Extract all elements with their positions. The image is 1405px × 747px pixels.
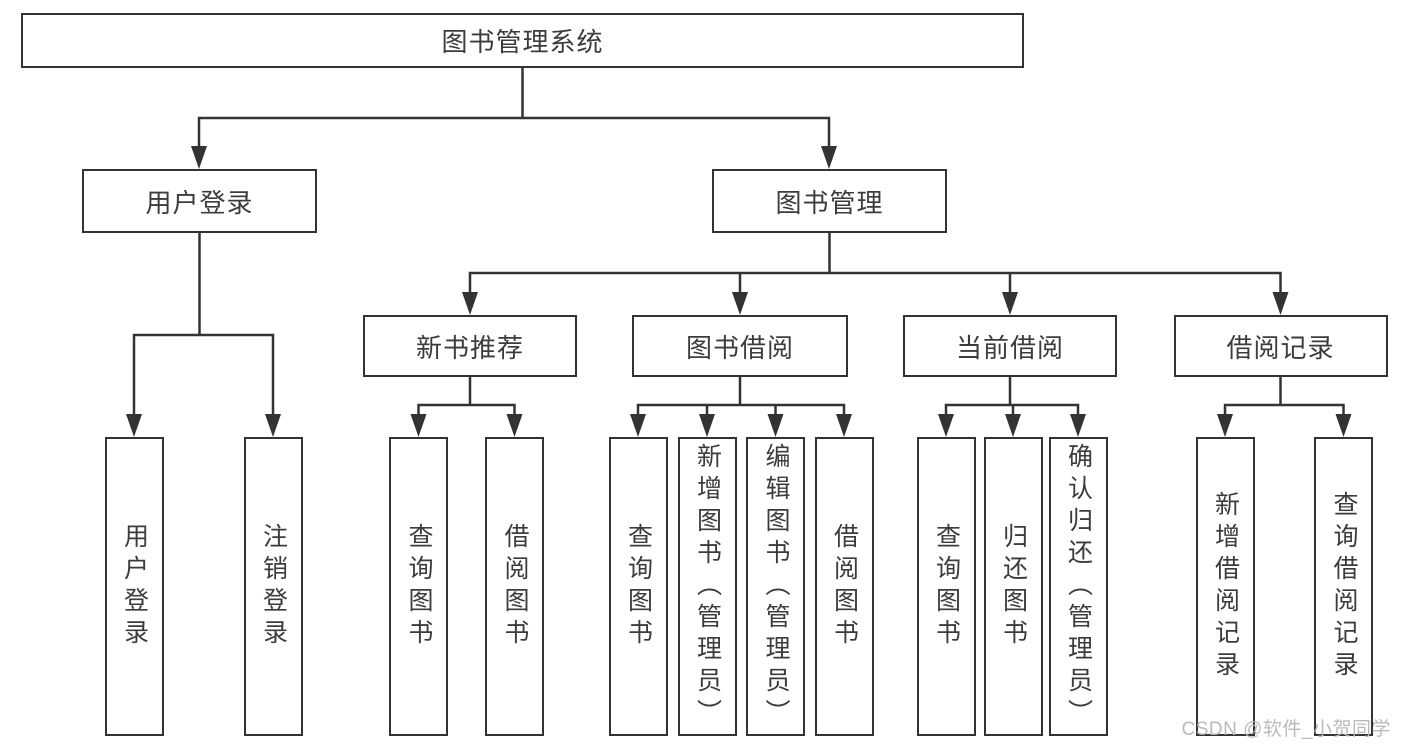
connector — [468, 271, 1282, 298]
arrowhead-icon — [1005, 414, 1021, 437]
node-user-login: 用户登录 — [82, 169, 317, 233]
leaf-logout-label: 注销登录 — [259, 522, 288, 651]
leaf-query-books-borrowing: 查询图书 — [608, 437, 668, 736]
arrowhead-icon — [767, 414, 784, 437]
node-user-login-label: 用户登录 — [145, 187, 254, 218]
node-library-system: 图书管理系统 — [21, 13, 1024, 68]
node-borrowing-records: 借阅记录 — [1173, 315, 1388, 377]
leaf-borrow-books-borrowing: 借阅图书 — [814, 437, 874, 736]
leaf-query-books-recommend-label: 查询图书 — [405, 522, 433, 651]
leaf-query-borrow-record: 查询借阅记录 — [1314, 437, 1373, 736]
leaf-add-borrow-record-label: 新增借阅记录 — [1211, 490, 1240, 683]
arrowhead-icon — [1070, 414, 1086, 437]
leaf-user-login: 用户登录 — [104, 437, 164, 736]
arrowhead-icon — [126, 414, 142, 437]
leaf-add-book-admin: 新增图书（管理员） — [677, 437, 737, 736]
arrowhead-icon — [938, 414, 954, 437]
leaf-query-books-current: 查询图书 — [916, 437, 976, 736]
node-book-management: 图书管理 — [712, 169, 947, 233]
arrowhead-icon — [699, 414, 715, 437]
arrowhead-icon — [1002, 292, 1018, 315]
arrowhead-icon — [506, 414, 523, 437]
connector — [636, 403, 846, 420]
node-new-book-recommendation: 新书推荐 — [363, 315, 577, 377]
node-current-borrowing-label: 当前借阅 — [955, 332, 1064, 363]
connector — [1223, 403, 1345, 420]
arrowhead-icon — [1217, 414, 1233, 437]
node-new-book-recommendation-label: 新书推荐 — [415, 332, 524, 363]
node-library-system-label: 图书管理系统 — [441, 27, 604, 57]
leaf-add-borrow-record: 新增借阅记录 — [1195, 437, 1255, 736]
leaf-query-books-current-label: 查询图书 — [932, 522, 961, 651]
connector — [417, 403, 516, 420]
leaf-edit-book-admin: 编辑图书（管理员） — [746, 437, 805, 736]
leaf-confirm-return-admin: 确认归还（管理员） — [1048, 437, 1108, 736]
leaf-borrow-books-recommend: 借阅图书 — [485, 437, 544, 736]
node-borrowing-records-label: 借阅记录 — [1226, 332, 1335, 363]
leaf-query-books-recommend: 查询图书 — [389, 437, 448, 736]
arrowhead-icon — [836, 414, 852, 437]
leaf-return-book: 归还图书 — [983, 437, 1043, 736]
arrowhead-icon — [1335, 414, 1352, 437]
leaf-add-book-admin-label: 新增图书（管理员） — [693, 442, 722, 731]
arrowhead-icon — [1272, 292, 1289, 315]
leaf-user-login-label: 用户登录 — [120, 522, 149, 651]
arrowhead-icon — [732, 292, 748, 315]
node-book-borrowing: 图书借阅 — [632, 315, 848, 377]
node-book-management-label: 图书管理 — [775, 187, 884, 218]
leaf-confirm-return-admin-label: 确认归还（管理员） — [1064, 442, 1093, 731]
csdn-watermark: CSDN @软件_小贺同学 — [1181, 719, 1391, 740]
arrowhead-icon — [265, 414, 281, 437]
leaf-return-book-label: 归还图书 — [999, 522, 1028, 651]
leaf-query-books-borrowing-label: 查询图书 — [624, 522, 653, 651]
connector — [197, 116, 831, 150]
arrowhead-icon — [630, 414, 646, 437]
leaf-logout: 注销登录 — [243, 437, 303, 736]
connector — [132, 333, 275, 420]
node-book-borrowing-label: 图书借阅 — [685, 332, 794, 363]
leaf-borrow-books-recommend-label: 借阅图书 — [501, 522, 529, 651]
leaf-query-borrow-record-label: 查询借阅记录 — [1330, 490, 1358, 683]
node-current-borrowing: 当前借阅 — [903, 315, 1117, 377]
arrowhead-icon — [821, 146, 837, 169]
leaf-edit-book-admin-label: 编辑图书（管理员） — [762, 442, 790, 731]
arrowhead-icon — [410, 414, 427, 437]
leaf-borrow-books-borrowing-label: 借阅图书 — [830, 522, 859, 651]
arrowhead-icon — [191, 146, 207, 169]
arrowhead-icon — [462, 292, 478, 315]
